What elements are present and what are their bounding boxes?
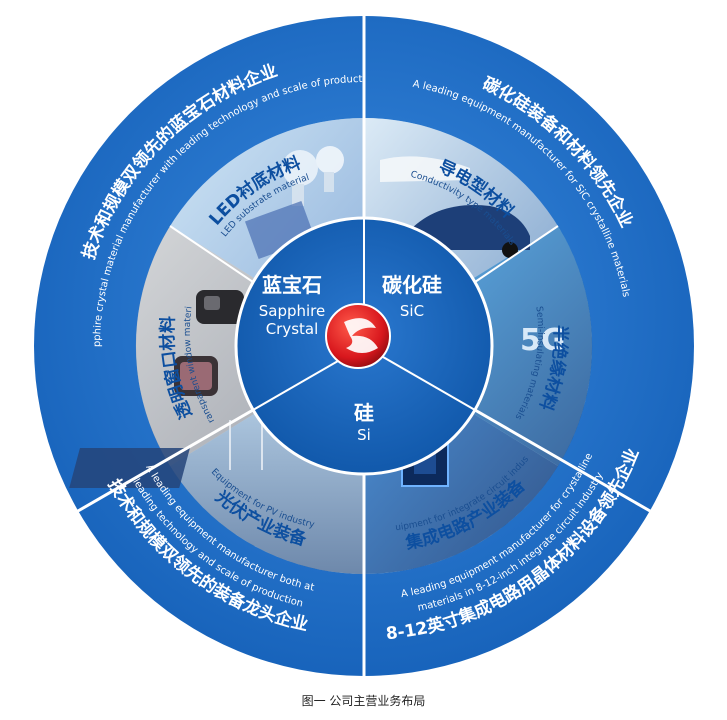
smartwatch-icon bbox=[174, 290, 244, 396]
red-sphere-logo-icon bbox=[325, 303, 391, 369]
sic-en-label: SiC bbox=[400, 302, 424, 320]
5g-icon: 5G bbox=[520, 323, 566, 358]
sapphire-en-label-1: Sapphire bbox=[259, 302, 326, 320]
led-lamps-icon bbox=[282, 146, 344, 206]
sic-cn-label: 碳化硅 bbox=[382, 273, 442, 297]
sapphire-cn-label: 蓝宝石 bbox=[262, 273, 322, 297]
svg-text:5G: 5G bbox=[520, 323, 566, 358]
train-icon bbox=[380, 156, 470, 182]
sector-dividers bbox=[77, 16, 651, 676]
si-en-label: Si bbox=[357, 426, 371, 444]
si-cn-label: 硅 bbox=[354, 401, 374, 425]
figure-caption: 图一 公司主营业务布局 bbox=[301, 694, 426, 708]
sapphire-en-label-2: Crystal bbox=[266, 320, 319, 338]
